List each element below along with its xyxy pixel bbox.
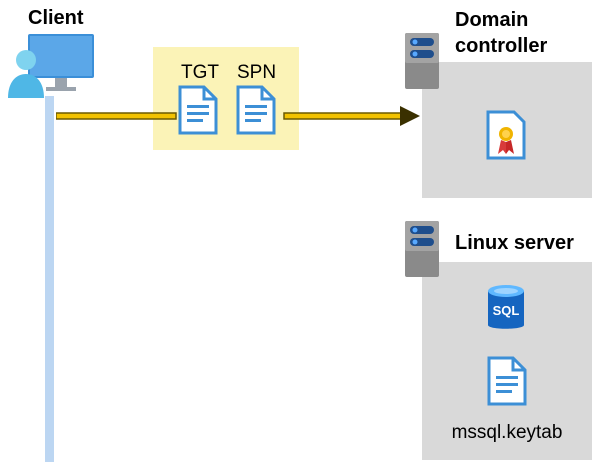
linux-server-label: Linux server	[455, 232, 574, 254]
tgt-label: TGT	[181, 62, 219, 83]
tgt-document-icon	[178, 85, 218, 135]
spn-document-icon	[236, 85, 276, 135]
client-computer-user-icon	[8, 34, 94, 98]
keytab-label: mssql.keytab	[451, 422, 563, 443]
client-timeline	[45, 96, 54, 462]
sql-database-icon: SQL	[486, 283, 526, 333]
domain-controller-label-line2: controller	[455, 35, 548, 57]
sql-label: SQL	[492, 303, 520, 318]
arrow-right-icon	[56, 106, 420, 126]
certificate-icon	[486, 110, 526, 160]
keytab-document-icon	[487, 356, 527, 406]
linux-server-icon	[405, 221, 439, 277]
spn-label: SPN	[237, 62, 277, 83]
domain-controller-label-line1: Domain	[455, 9, 529, 31]
domain-controller-server-icon	[405, 33, 439, 89]
client-label: Client	[28, 7, 84, 29]
ticket-box	[153, 47, 299, 150]
